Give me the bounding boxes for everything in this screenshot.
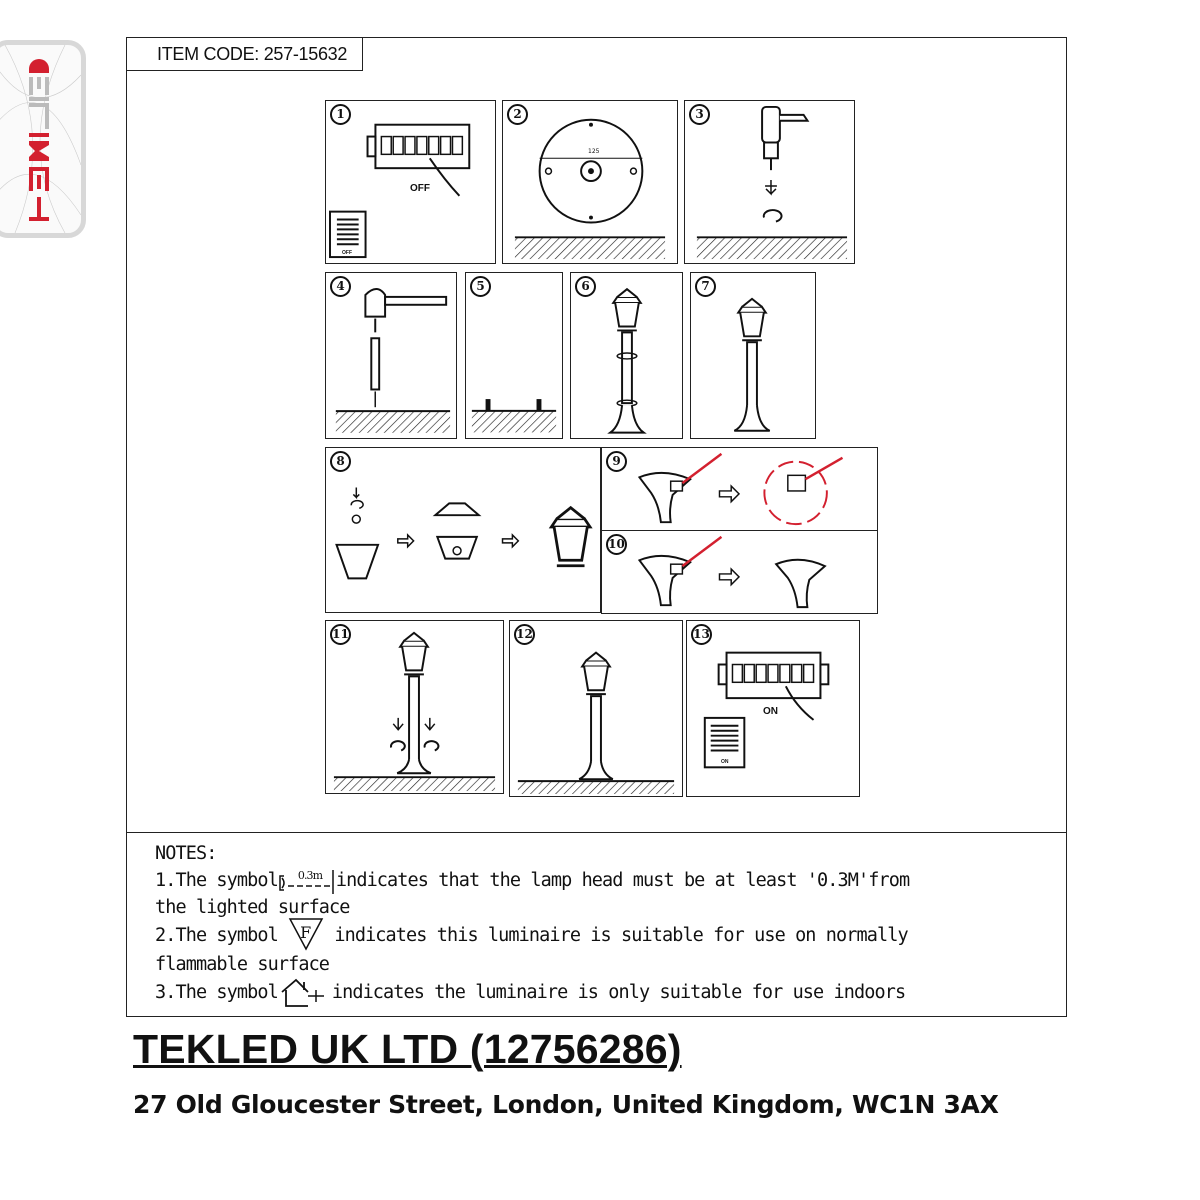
note-1-continued: the lighted surface — [155, 897, 350, 918]
step-number: 10 — [606, 534, 627, 555]
step-number: 1 — [330, 104, 351, 125]
step-number: 6 — [575, 276, 596, 297]
step-number: 11 — [330, 624, 351, 645]
indoor-house-symbol-icon — [278, 978, 332, 1008]
step-7-panel: 7 — [690, 272, 816, 439]
step-number: 9 — [606, 451, 627, 472]
step-number: 5 — [470, 276, 491, 297]
off-label: OFF — [410, 183, 430, 194]
step-6-panel: 6 — [570, 272, 683, 439]
distance-symbol-icon: 0.3m — [278, 869, 336, 894]
step-11-panel: 11 — [325, 620, 504, 794]
step-13-panel: 13 ON ON — [686, 620, 860, 797]
step-number: 4 — [330, 276, 351, 297]
step-5-panel: 5 — [465, 272, 563, 439]
company-name: TEKLED UK LTD (12756286) — [133, 1026, 682, 1072]
step-2-panel: 2 125 — [502, 100, 678, 264]
flammable-surface-symbol-icon: F — [288, 918, 324, 951]
company-address: 27 Old Gloucester Street, London, United… — [133, 1090, 999, 1119]
breaker-on-label: ON — [721, 759, 729, 765]
step-number: 7 — [695, 276, 716, 297]
note-2: 2.The symbol F indicates this luminaire … — [155, 918, 1066, 951]
step-number: 2 — [507, 104, 528, 125]
step-number: 12 — [514, 624, 535, 645]
step-number: 8 — [330, 451, 351, 472]
step-number: 13 — [691, 624, 712, 645]
note-2-continued: flammable surface — [155, 954, 330, 975]
on-label: ON — [763, 706, 778, 717]
step-4-panel: 4 — [325, 272, 457, 439]
step-3-panel: 3 — [684, 100, 855, 264]
step-number: 3 — [689, 104, 710, 125]
dimension-label: 125 — [588, 148, 600, 155]
step-12-panel: 12 — [509, 620, 683, 797]
step-1-panel: 1 OFF OFF — [325, 100, 496, 264]
step-9-panel: 9 — [601, 447, 878, 531]
step-10-panel: 10 — [601, 530, 878, 614]
breaker-off-label: OFF — [342, 250, 352, 256]
notes-title: NOTES: — [155, 843, 217, 864]
tekled-logo — [0, 40, 86, 238]
step-8-panel: 8 — [325, 447, 601, 613]
item-code: ITEM CODE: 257-15632 — [126, 37, 363, 71]
